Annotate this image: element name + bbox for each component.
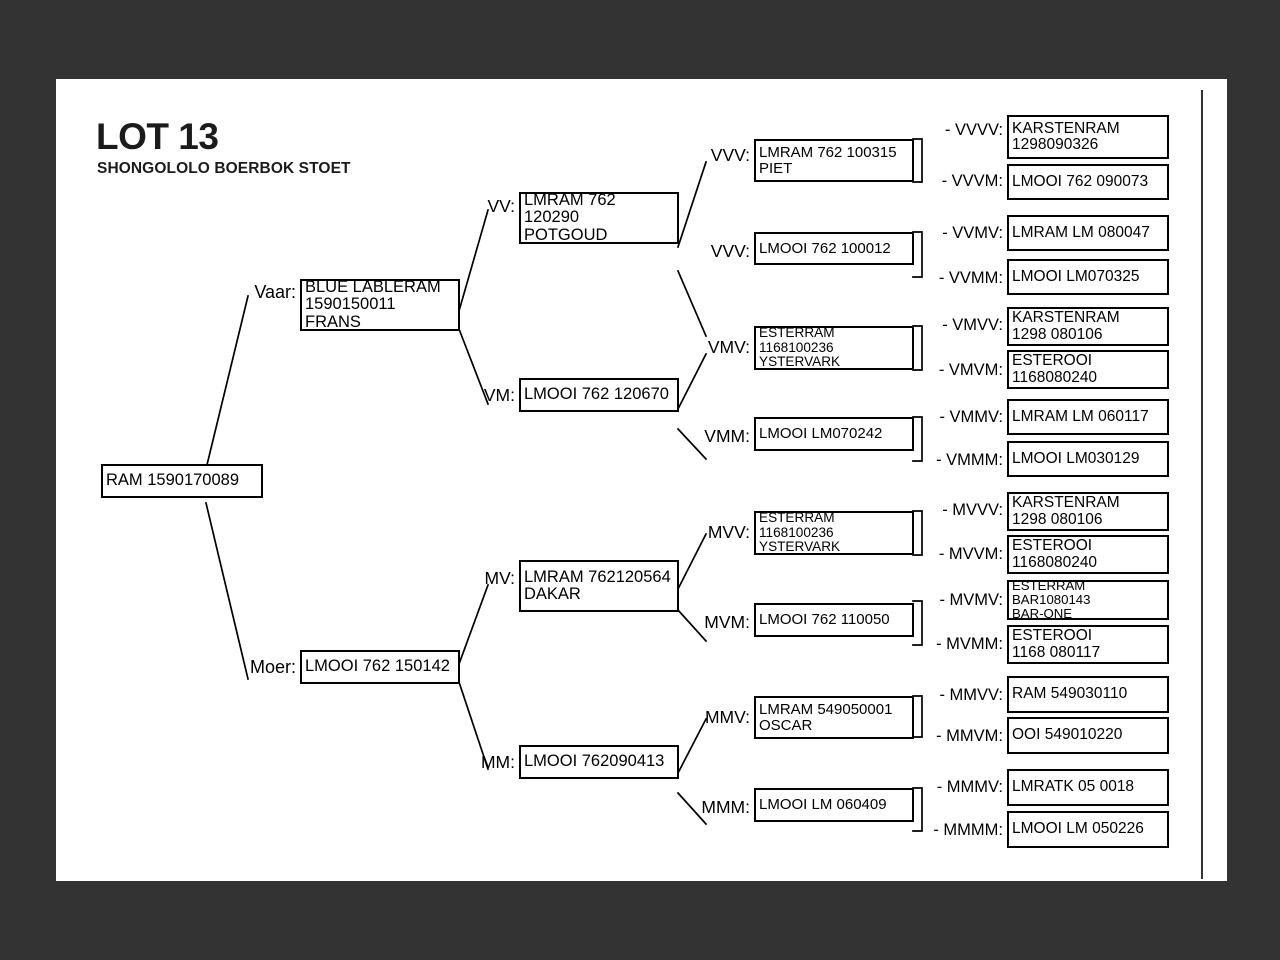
label-mmmm: - MMMM:	[933, 821, 1003, 839]
node-v[interactable]: BLUE LABLERAM 1590150011 FRANS	[300, 278, 460, 331]
node-vvmv[interactable]: LMRAM LM 080047	[1007, 215, 1169, 251]
label-mvmm: - MVMM:	[936, 635, 1003, 653]
label-mvmv: - MVMV:	[939, 591, 1003, 609]
label-mvm: MVM:	[704, 612, 750, 632]
node-mvmv[interactable]: ESTERRAM BAR1080143 BAR-ONE	[1007, 579, 1169, 620]
pedigree-page: LOT 13 SHONGOLOLO BOERBOK STOET RAM 1590…	[56, 79, 1227, 881]
label-mmm: MMM:	[701, 797, 750, 817]
label-vmmv: - VMMV:	[939, 408, 1003, 426]
page-subtitle: SHONGOLOLO BOERBOK STOET	[97, 160, 351, 177]
node-mmv[interactable]: LMRAM 549050001 OSCAR	[754, 696, 914, 739]
label-mmv: MMV:	[704, 707, 750, 727]
label-mvv: MVV:	[707, 522, 750, 542]
node-vmvv[interactable]: KARSTENRAM 1298 080106	[1007, 307, 1169, 346]
node-vmm[interactable]: LMOOI LM070242	[754, 417, 914, 451]
label-vvvv: - VVVV:	[944, 121, 1003, 139]
node-m[interactable]: LMOOI 762 150142	[300, 650, 460, 684]
node-vmmv[interactable]: LMRAM LM 060117	[1007, 399, 1169, 435]
node-vvv[interactable]: LMRAM 762 100315 PIET	[754, 139, 914, 182]
node-mmmv[interactable]: LMRATK 05 0018	[1007, 769, 1169, 806]
node-mvvv[interactable]: KARSTENRAM 1298 080106	[1007, 492, 1169, 531]
label-vmv: VMV:	[707, 337, 750, 357]
node-vvmm[interactable]: LMOOI LM070325	[1007, 259, 1169, 295]
label-vmvv: - VMVV:	[942, 316, 1003, 334]
label-vmvm: - VMVM:	[938, 361, 1003, 379]
label-vvvm: - VVVM:	[941, 172, 1003, 190]
label-vmmm: - VMMM:	[936, 451, 1003, 469]
page-title: LOT 13	[96, 116, 219, 157]
node-mmm[interactable]: LMOOI LM 060409	[754, 788, 914, 822]
node-vmmm[interactable]: LMOOI LM030129	[1007, 441, 1169, 477]
node-mmvv[interactable]: RAM 549030110	[1007, 676, 1169, 713]
label-mmvv: - MMVV:	[939, 686, 1003, 704]
node-vvvm[interactable]: LMOOI 762 090073	[1007, 164, 1169, 200]
label-vvmm: - VVMM:	[938, 269, 1003, 287]
label-mv: MV:	[484, 568, 515, 588]
node-mv[interactable]: LMRAM 762120564 DAKAR	[519, 560, 679, 612]
node-subject[interactable]: RAM 1590170089	[101, 464, 263, 498]
label-vvmv: - VVMV:	[942, 224, 1003, 242]
label-mmmv: - MMMV:	[936, 778, 1003, 796]
node-vmvm[interactable]: ESTEROOI 1168080240	[1007, 350, 1169, 389]
label-vv: VV:	[487, 196, 515, 216]
label-vvm: VVV:	[710, 241, 750, 261]
node-mm[interactable]: LMOOI 762090413	[519, 745, 679, 779]
label-mm: MM:	[480, 752, 515, 772]
label-mvvm: - MVVM:	[938, 545, 1003, 563]
label-sire: Vaar:	[254, 282, 296, 302]
label-vm: VM:	[483, 385, 515, 405]
node-vmv[interactable]: ESTERRAM 1168100236 YSTERVARK	[754, 326, 914, 370]
node-vvm[interactable]: LMOOI 762 100012	[754, 232, 914, 265]
node-vvvv[interactable]: KARSTENRAM 1298090326	[1007, 115, 1169, 159]
node-mvvm[interactable]: ESTEROOI 1168080240	[1007, 535, 1169, 574]
node-mvm[interactable]: LMOOI 762 110050	[754, 603, 914, 637]
label-mvvv: - MVVV:	[942, 501, 1003, 519]
node-vv[interactable]: LMRAM 762 120290 POTGOUD	[519, 191, 679, 244]
label-vmm: VMM:	[704, 426, 750, 446]
node-mvmm[interactable]: ESTEROOI 1168 080117	[1007, 625, 1169, 664]
node-mmvm[interactable]: OOI 549010220	[1007, 717, 1169, 754]
label-mmvm: - MMVM:	[936, 727, 1003, 745]
node-vm[interactable]: LMOOI 762 120670	[519, 378, 679, 412]
label-vvv: VVV:	[710, 145, 750, 165]
label-dam: Moer:	[249, 657, 296, 677]
node-mmmm[interactable]: LMOOI LM 050226	[1007, 811, 1169, 848]
node-mvv[interactable]: ESTERRAM 1168100236 YSTERVARK	[754, 511, 914, 555]
